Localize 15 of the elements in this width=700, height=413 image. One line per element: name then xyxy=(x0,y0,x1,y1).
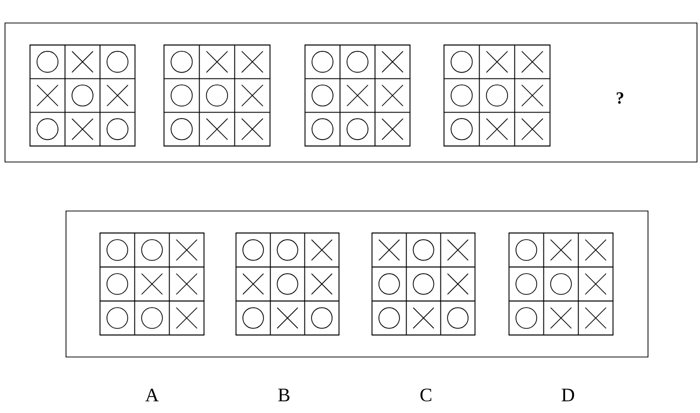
option-letter: B xyxy=(278,388,290,402)
symbol-grid xyxy=(508,232,614,336)
panel-frame xyxy=(66,210,648,358)
option-letter: D xyxy=(562,388,574,402)
panel-frame xyxy=(4,22,698,162)
symbol-grid xyxy=(236,232,340,336)
symbol-grid xyxy=(444,44,550,146)
symbol-grid xyxy=(164,44,270,146)
symbol-grid xyxy=(30,44,136,146)
symbol-grid xyxy=(372,232,476,336)
symbol-grid xyxy=(304,44,410,146)
option-letter: A xyxy=(145,388,159,402)
question-mark: ? xyxy=(616,92,624,104)
symbol-grid xyxy=(100,232,204,336)
option-letter: C xyxy=(420,388,432,402)
